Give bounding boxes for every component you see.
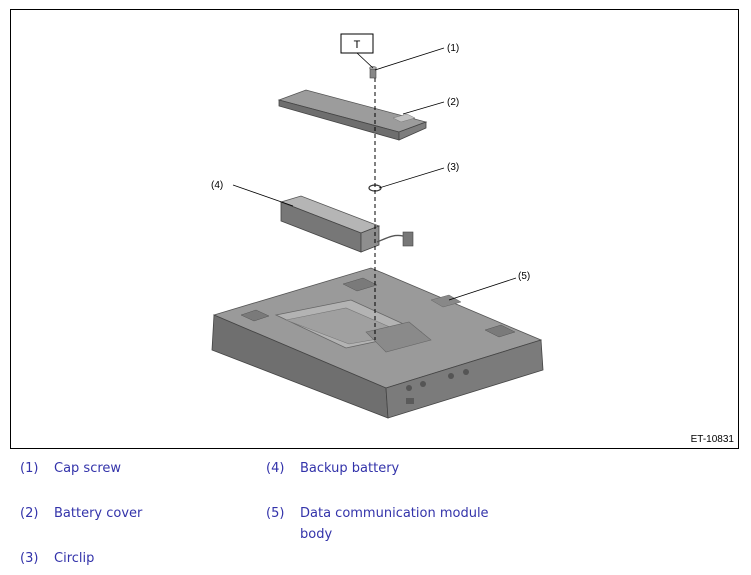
cap-screw-part [369,66,377,79]
exploded-view-drawing: T (1) (2) (3) (4) (5) [211,33,544,419]
legend-number: (4) [266,461,285,476]
exploded-view-figure: T (1) (2) (3) (4) (5) ET-10831 [10,9,739,449]
legend-text: Cap screw [54,461,122,476]
legend-number: (1) [20,461,39,476]
legend-text: Backup battery [300,461,400,476]
callout-1: (1) [447,43,459,54]
figure-id: ET-10831 [690,434,734,445]
leader-line-4 [232,184,294,207]
leader-line-1 [374,47,445,71]
legend-number: (3) [20,551,39,566]
backup-battery-part [279,195,414,253]
leader-line-2 [402,101,445,115]
callout-5: (5) [518,271,530,282]
legend-number: (2) [20,506,39,521]
callout-2: (2) [447,97,459,108]
legend-text: Circlip [54,551,95,566]
legend-text: Data communication module body [300,506,489,542]
torque-label: T [354,39,361,51]
torque-leader-line [356,52,374,69]
battery-cover-part [277,89,428,141]
legend-number: (5) [266,506,285,521]
leader-line-3 [378,167,445,189]
leader-line-5 [448,277,517,301]
callout-3: (3) [447,162,459,173]
legend-text: Battery cover [54,506,143,521]
module-body-part [211,267,544,419]
callout-4: (4) [211,180,223,191]
